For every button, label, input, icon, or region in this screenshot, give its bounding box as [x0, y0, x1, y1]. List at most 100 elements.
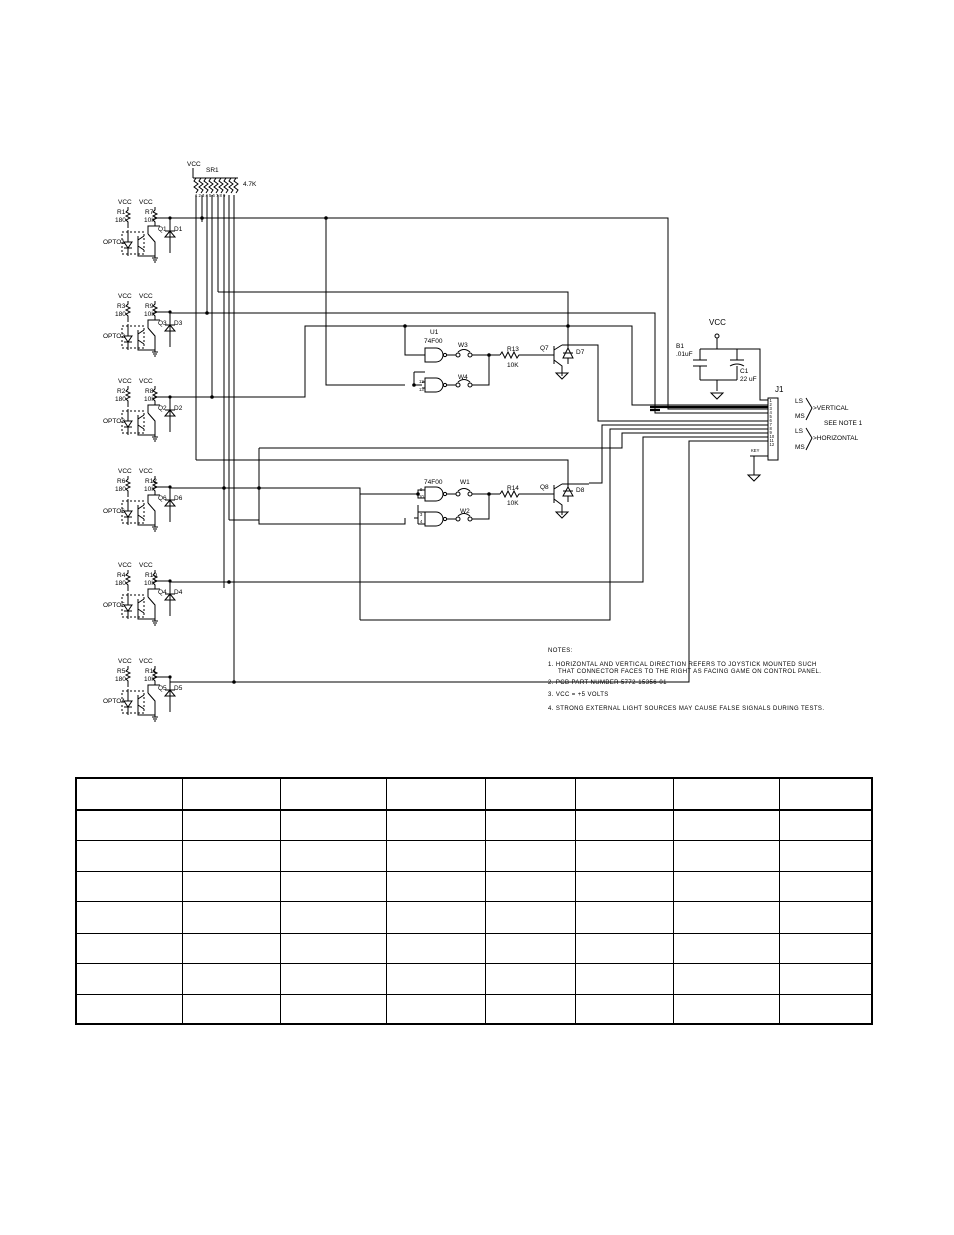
- channel-vcc-b: VCC: [139, 293, 153, 300]
- j1-pin-12: 12: [770, 442, 775, 447]
- diode-ref: D6: [174, 495, 183, 502]
- j1-pin-4: 4: [770, 410, 773, 415]
- see-note-label: SEE NOTE 1: [824, 420, 863, 427]
- j1-pin-8: 8: [770, 426, 773, 431]
- table-cell: [279, 932, 387, 964]
- resistor-a-value: 180: [115, 217, 126, 224]
- table-cell: [484, 962, 576, 996]
- d8-ref: D8: [576, 487, 585, 494]
- diode-ref: D3: [174, 320, 183, 327]
- r14-ref: R14: [507, 485, 519, 492]
- j1-pin-10: 10: [770, 434, 775, 439]
- table-cell: [181, 962, 281, 996]
- ls-vertical: LS: [795, 398, 804, 405]
- table-cell: [672, 994, 780, 1025]
- table-cell: [75, 962, 183, 996]
- channel-vcc-b: VCC: [139, 199, 153, 206]
- table-cell: [484, 871, 576, 903]
- resistor-a-ref: R5: [117, 668, 126, 675]
- notes-title: NOTES:: [548, 648, 573, 654]
- channel-vcc-b: VCC: [139, 562, 153, 569]
- resistor-a-ref: R4: [117, 572, 126, 579]
- resistor-a-ref: R2: [117, 388, 126, 395]
- table-cell: [181, 839, 281, 873]
- table-cell: [574, 871, 674, 903]
- channel-vcc-a: VCC: [118, 199, 132, 206]
- resistor-a-value: 180: [115, 580, 126, 587]
- table-cell: [484, 839, 576, 873]
- j1-pin-9: 9: [770, 430, 773, 435]
- j1-pin-11: 11: [770, 438, 775, 443]
- table-cell: [672, 809, 780, 841]
- diode-ref: D4: [174, 589, 183, 596]
- diode-ref: D2: [174, 405, 183, 412]
- table-cell: [672, 839, 780, 873]
- table-row: [75, 839, 873, 873]
- resistor-a-value: 180: [115, 311, 126, 318]
- note-2: 2. PCB PART NUMBER 5772-15356-01: [548, 680, 667, 686]
- resistor-b-ref: R11: [145, 668, 157, 675]
- table-cell: [385, 962, 486, 996]
- resistor-a-ref: R3: [117, 303, 126, 310]
- r14-value: 10K: [507, 500, 519, 507]
- w2-label: W2: [460, 508, 470, 515]
- bypass-capacitors: VCC B1 .01uF C1 22 uF: [676, 318, 768, 401]
- resistor-network-sr1: VCC SR1 4.7K 1 2 3 4 5 6 7 8 9: [187, 161, 257, 198]
- table-cell: [181, 809, 281, 841]
- table-cell: [574, 994, 674, 1025]
- q7-ref: Q7: [540, 345, 549, 352]
- table-cell: [484, 809, 576, 841]
- transistor-ref: Q4: [158, 589, 167, 596]
- table-cell: [778, 932, 873, 964]
- opto-ref: OPTO2: [103, 333, 125, 340]
- note-4: 4. STRONG EXTERNAL LIGHT SOURCES MAY CAU…: [548, 706, 824, 712]
- resistor-b-value: 10K: [144, 580, 156, 587]
- w1-label: W1: [460, 479, 470, 486]
- channel-vcc-b: VCC: [139, 378, 153, 385]
- table-cell: [574, 962, 674, 996]
- table-row: [75, 994, 873, 1025]
- table-cell: [574, 777, 674, 812]
- u1-part: 74F00: [424, 338, 443, 345]
- table-cell: [75, 777, 183, 812]
- table-cell: [778, 962, 873, 996]
- opto-ref: OPTO6: [103, 508, 125, 515]
- table-cell: [75, 871, 183, 903]
- table-row: [75, 901, 873, 934]
- resistor-b-ref: R7: [145, 209, 154, 216]
- key-label: KEY: [751, 448, 760, 453]
- junction-dots: [200, 216, 570, 684]
- channel-vcc-a: VCC: [118, 468, 132, 475]
- table-cell: [279, 839, 387, 873]
- diode-ref: D5: [174, 685, 183, 692]
- table-cell: [385, 871, 486, 903]
- joystick-schematic: VCC SR1 4.7K 1 2 3 4 5 6 7 8 9 VCC VCC R11…: [103, 161, 863, 722]
- j1-ref: J1: [775, 385, 784, 394]
- c1-value: 22 uF: [740, 376, 757, 383]
- note-1b: THAT CONNECTOR FACES TO THE RIGHT AS FAC…: [558, 669, 821, 675]
- pin-3: 3: [420, 512, 423, 517]
- resistor-b-value: 10K: [144, 396, 156, 403]
- caps-vcc: VCC: [709, 318, 726, 327]
- ms-horizontal: MS: [795, 444, 805, 451]
- table-cell: [672, 871, 780, 903]
- j1-pin-6: 6: [770, 418, 773, 423]
- note-1a: 1. HORIZONTAL AND VERTICAL DIRECTION REF…: [548, 662, 817, 668]
- pin-12: 12: [419, 379, 424, 384]
- q8-ref: Q8: [540, 484, 549, 491]
- table-cell: [672, 932, 780, 964]
- transistor-ref: Q2: [158, 405, 167, 412]
- table-cell: [778, 839, 873, 873]
- resistor-a-value: 180: [115, 396, 126, 403]
- opto-ref: OPTO5: [103, 602, 125, 609]
- table-cell: [181, 932, 281, 964]
- table-cell: [672, 962, 780, 996]
- c1-ref: C1: [740, 368, 749, 375]
- channel-vcc-b: VCC: [139, 658, 153, 665]
- channel-vcc-b: VCC: [139, 468, 153, 475]
- table-cell: [279, 777, 387, 812]
- resistor-b-ref: R9: [145, 303, 154, 310]
